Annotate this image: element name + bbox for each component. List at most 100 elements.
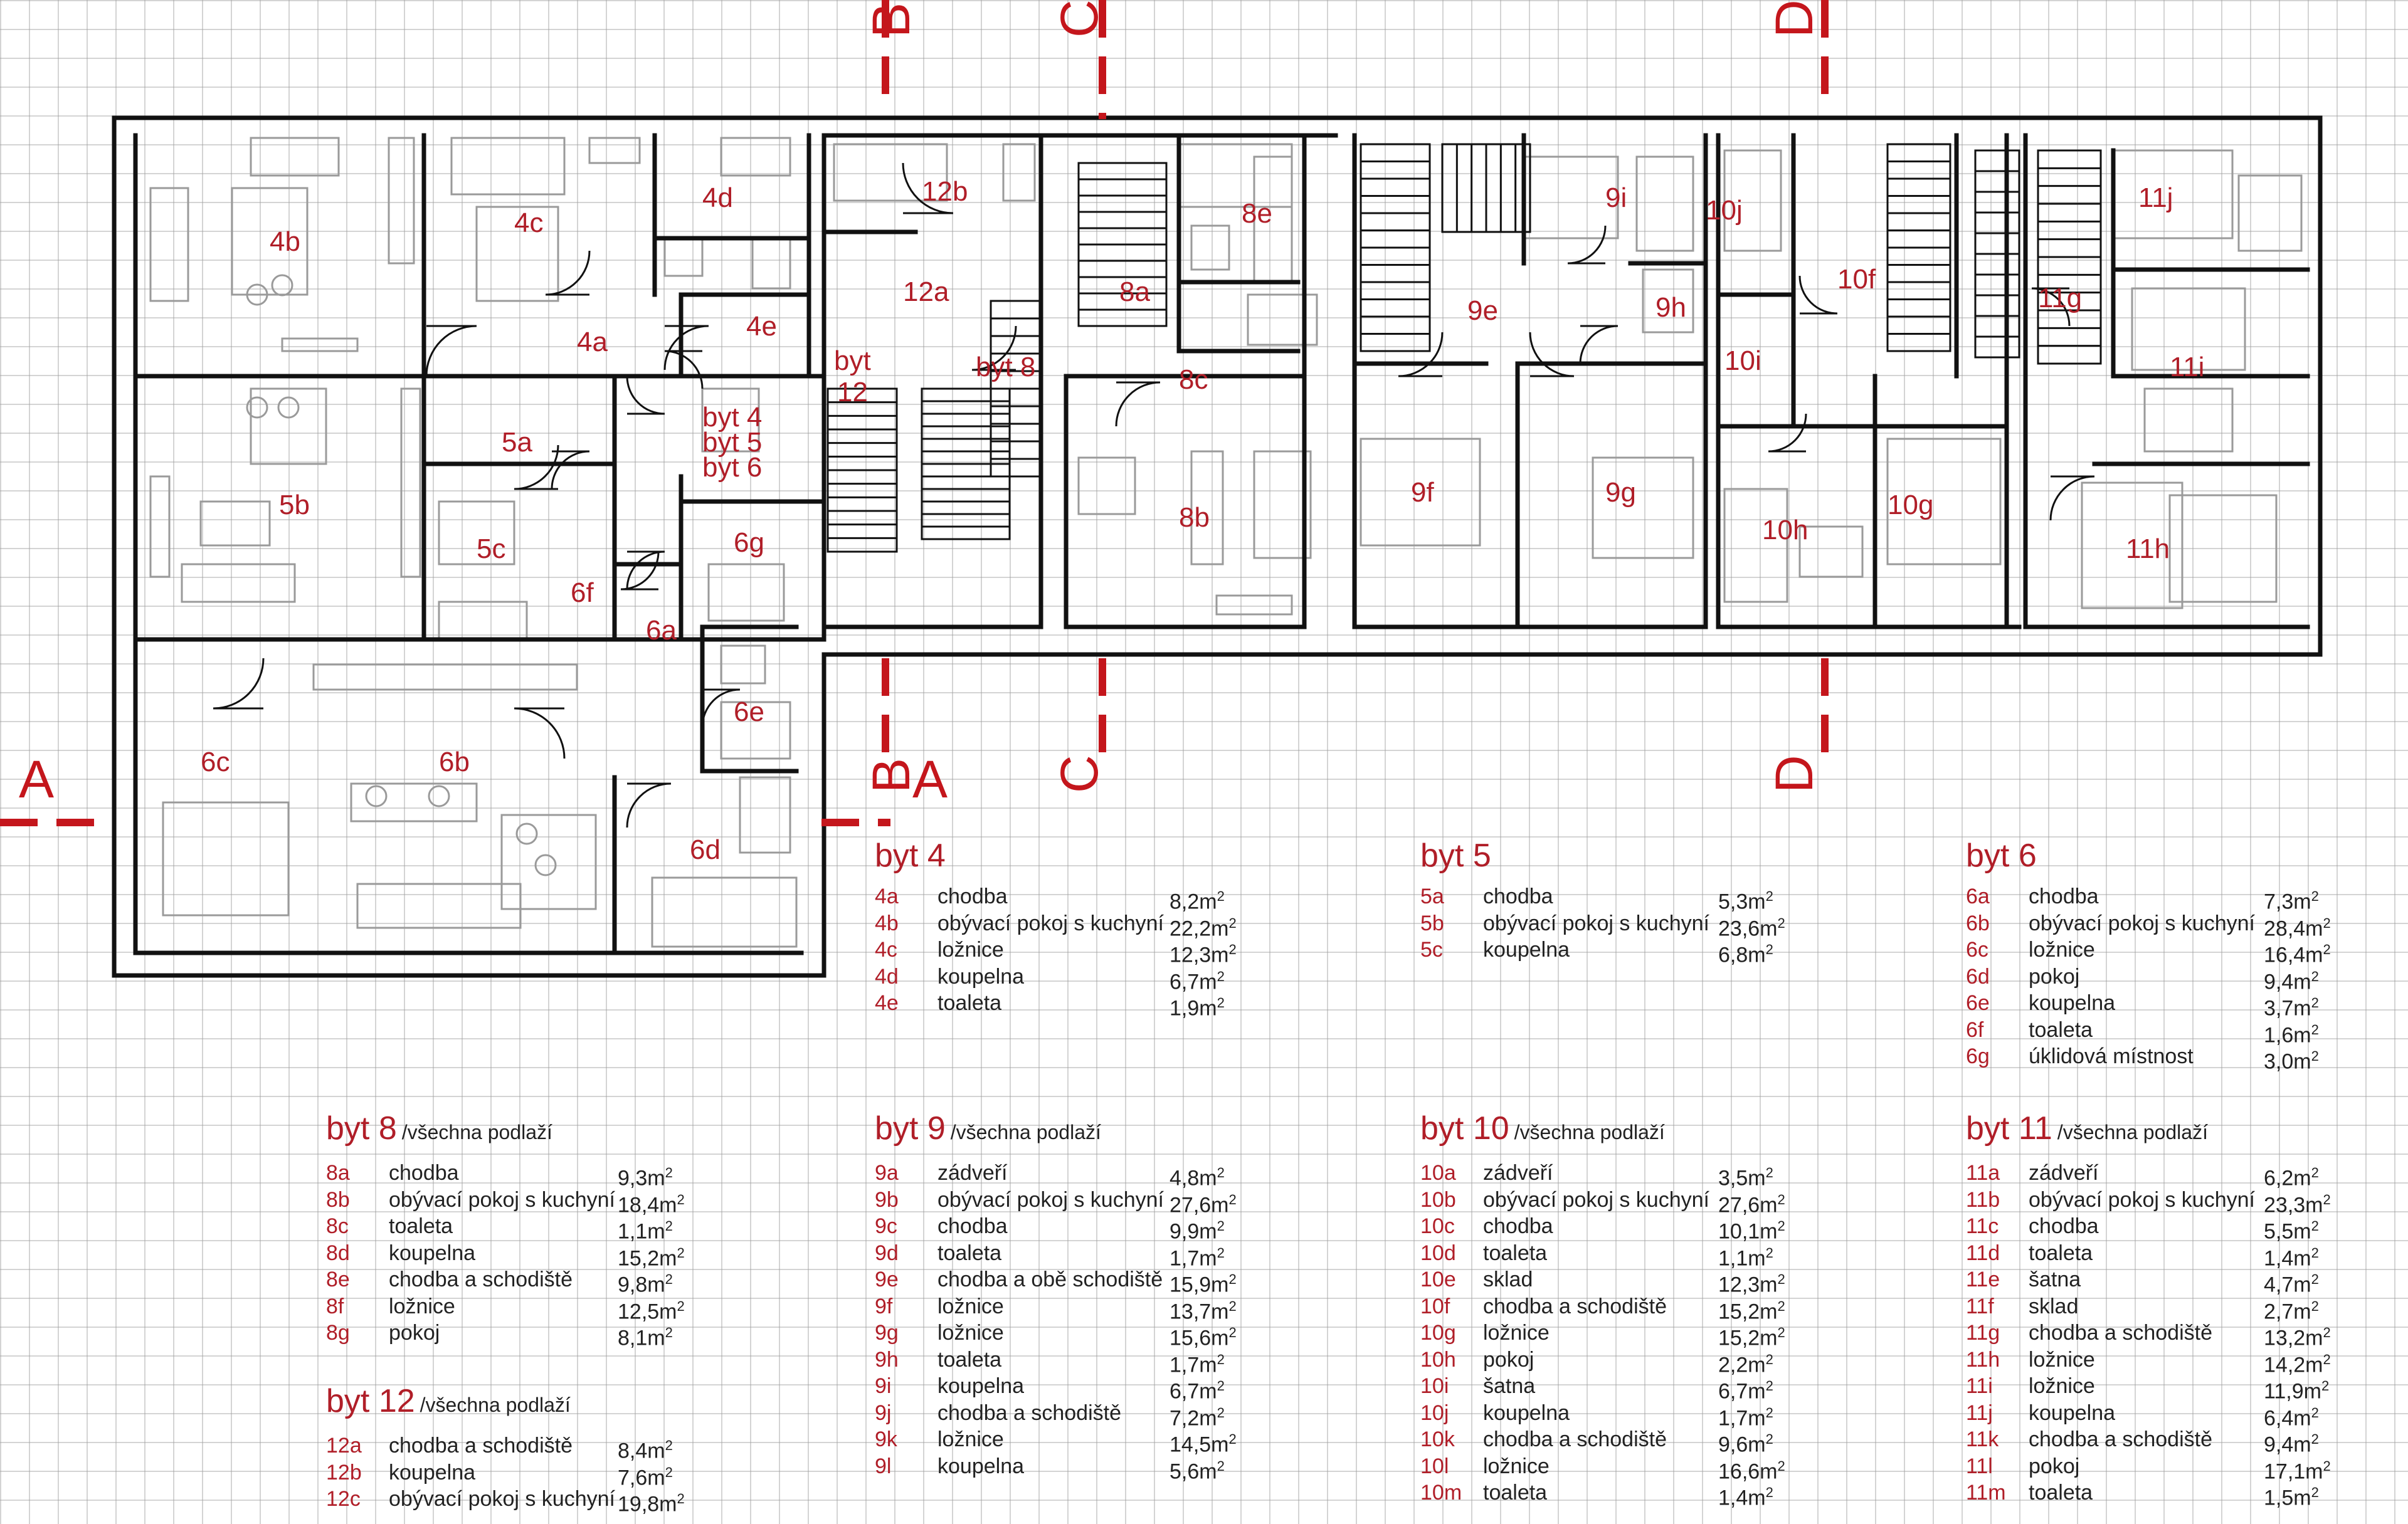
room-name: obývací pokoj s kuchyní [389,1187,615,1212]
room-name: chodba [2029,885,2099,908]
door-swing [1567,225,1607,265]
room-code: 5b [1420,911,1444,935]
section-label: C [1050,0,1109,38]
furniture-item [1253,450,1312,559]
room-area: 15,2m2 [618,1244,685,1270]
room-code: 8e [326,1268,350,1291]
room-code: 11k [1966,1427,1999,1451]
furniture-item [1077,456,1136,515]
room-name: šatna [1483,1374,1536,1398]
exterior-wall [133,133,804,955]
room-label: 11g [2038,283,2082,313]
plan-label: 12 [837,377,868,407]
room-code: 5c [1420,938,1443,962]
room-area: 2,2m2 [1718,1351,1773,1377]
furniture-item [149,475,171,578]
room-name: toaleta [937,1241,1002,1265]
furniture-item [1642,268,1694,334]
furniture-item [1190,450,1224,565]
room-code: 11a [1966,1161,2000,1185]
table-title: byt 11/všechna podlaží [1966,1110,2208,1147]
room-area: 1,1m2 [1718,1244,1773,1270]
room-code: 11b [1966,1187,2000,1212]
door-swing [626,782,672,828]
room-area: 9,4m2 [2264,968,2319,994]
room-label: 5a [502,427,532,458]
section-label: C [1050,755,1109,793]
room-name: koupelna [2029,991,2116,1015]
door-swing [626,376,665,415]
room-code: 11g [1966,1321,2000,1345]
room-area: 13,2m2 [2264,1325,2331,1350]
furniture-item [231,187,309,296]
room-area: 15,6m2 [1170,1325,1237,1350]
room-code: 6f [1966,1017,1984,1042]
room-area: 5,3m2 [1718,888,1773,914]
room-name: pokoj [389,1321,440,1345]
room-label: 4b [270,226,300,257]
room-area: 9,6m2 [1718,1431,1773,1457]
chair [246,396,268,419]
room-area: 3,0m2 [2264,1048,2319,1074]
room-label: 8b [1179,502,1210,533]
room-area: 14,2m2 [2264,1351,2331,1377]
exterior-wall [112,115,2323,978]
room-label: 11i [2170,352,2204,382]
door-swing [2049,475,2095,521]
room-code: 10g [1420,1321,1456,1345]
room-name: pokoj [2029,964,2080,989]
room-name: úklidová místnost [2029,1044,2194,1068]
room-name: chodba a schodiště [2029,1321,2212,1345]
room-area: 15,2m2 [1718,1325,1785,1350]
room-code: 9c [875,1214,897,1238]
furniture-item [1178,143,1293,208]
room-area: 5,5m2 [2264,1218,2319,1244]
door-swing [663,325,709,370]
door-swing [626,550,665,590]
furniture-item [162,801,290,917]
room-name: zádveří [937,1161,1008,1185]
table-row: 11g chodba a schodiště 13,2m2 [1966,1320,2331,1350]
room-name: ložnice [937,1427,1004,1451]
room-name: chodba [937,885,1008,908]
door-swing [545,250,591,296]
room-area: 6,2m2 [2264,1165,2319,1190]
chair [534,854,557,876]
room-code: 4c [875,938,897,962]
room-label: 4d [702,182,733,213]
door-swing [1798,275,1838,315]
room-label: 6a [646,615,677,646]
room-name: šatna [2029,1268,2081,1291]
room-code: 11m [1966,1481,2006,1505]
room-code: 10c [1420,1214,1455,1238]
door-swing [425,325,477,377]
room-area: 9,3m2 [618,1165,673,1190]
room-area: 15,9m2 [1170,1271,1237,1297]
room-area: 23,6m2 [1718,915,1785,940]
room-name: ložnice [2029,1374,2095,1398]
room-code: 10k [1420,1427,1455,1451]
room-area: 13,7m2 [1170,1298,1237,1323]
room-label: 11j [2138,182,2173,213]
room-area: 16,4m2 [2264,942,2331,967]
room-label: 8e [1242,198,1272,229]
room-area: 2,7m2 [2264,1298,2319,1323]
chair [428,785,450,807]
plan-label: byt 8 [976,352,1035,382]
